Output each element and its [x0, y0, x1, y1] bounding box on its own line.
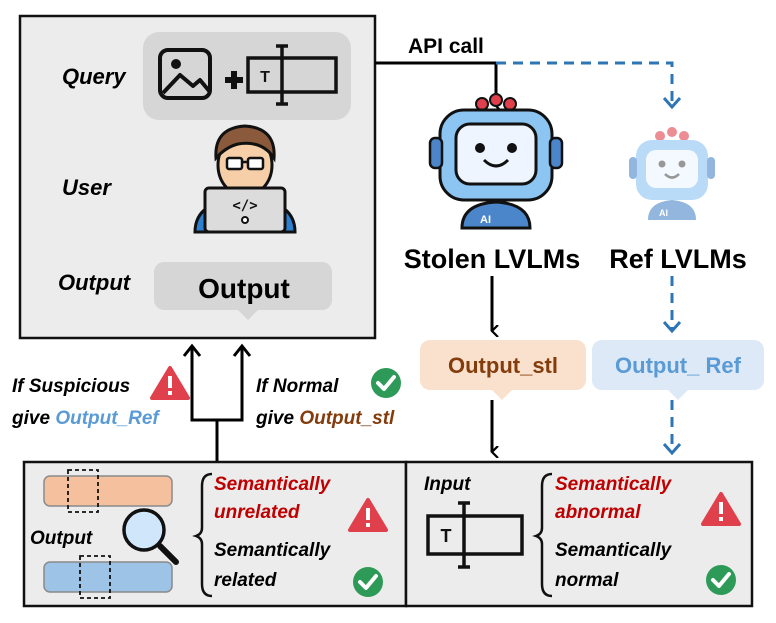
unrelated-line1: Semantically: [214, 474, 332, 495]
if-suspicious-label: If Suspicious: [12, 376, 130, 397]
ref-robot-icon: AI: [629, 127, 715, 220]
normal-line2: normal: [555, 570, 619, 591]
related-line1: Semantically: [214, 540, 332, 561]
warning-icon: [701, 492, 741, 526]
plus-icon: [225, 71, 243, 89]
warning-icon: [348, 498, 388, 532]
input-check-panel: Input T Semantically abnormal Semantical…: [404, 460, 754, 608]
related-line2: related: [214, 570, 277, 591]
feedback-arrows: [182, 343, 252, 462]
output-label: Output: [58, 270, 132, 295]
svg-text:</>: </>: [232, 198, 257, 214]
output-bubble: [154, 262, 332, 320]
stolen-output-bubble: [420, 340, 586, 400]
check-icon: [371, 368, 401, 398]
input-text-icon-letter: T: [441, 526, 452, 546]
if-normal-label: If Normal: [256, 376, 339, 397]
text-input-icon: T: [426, 501, 524, 569]
ref-output-bubble: [592, 340, 764, 400]
robot-icon: AI: [428, 93, 564, 230]
stolen-robot-chest: AI: [480, 214, 491, 226]
input-label: Input: [424, 474, 471, 495]
user-panel: Query T User <: [18, 14, 377, 340]
ref-lvlms-label: Ref LVLMs: [609, 244, 747, 274]
ref-output-text: Output_ Ref: [615, 353, 742, 378]
text-input-icon: T: [246, 44, 338, 106]
image-icon: [158, 48, 212, 100]
api-call-arrows: [375, 61, 682, 108]
user-label: User: [62, 175, 112, 200]
ref-check-arrow: [662, 400, 682, 456]
ref-robot-chest: AI: [659, 208, 668, 218]
unrelated-line2: unrelated: [214, 502, 300, 523]
check-icon: [706, 565, 736, 595]
abnormal-line1: Semantically: [555, 474, 673, 495]
stolen-output-text: Output_stl: [448, 353, 558, 378]
magnifier-icon: [122, 508, 179, 565]
output-check-label: Output: [30, 528, 93, 549]
user-icon: </>: [193, 124, 297, 234]
ref-output-arrow: [662, 276, 682, 334]
give-output-ref-label: give Output_Ref: [11, 408, 160, 429]
abnormal-line2: abnormal: [555, 502, 641, 523]
stolen-lvlms-label: Stolen LVLMs: [404, 244, 581, 274]
give-output-stl-label: give Output_stl: [255, 408, 395, 429]
normal-line1: Semantically: [555, 540, 673, 561]
warning-icon: [150, 366, 190, 400]
check-icon: [353, 567, 383, 597]
text-icon-letter: T: [260, 69, 270, 86]
output-check-panel: Output Semantically unrelated Semantical…: [22, 460, 408, 608]
output-bubble-text: Output: [198, 273, 290, 304]
api-call-label: API call: [408, 35, 484, 58]
query-label: Query: [62, 64, 127, 89]
